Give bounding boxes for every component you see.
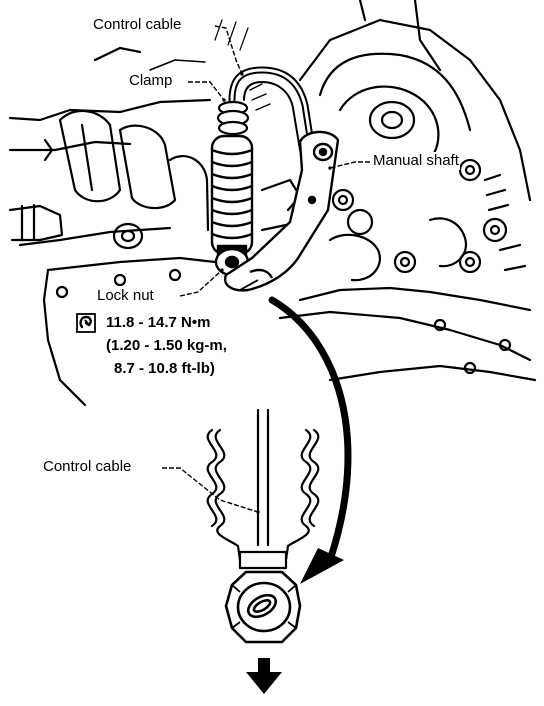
control-cable-upper <box>228 66 316 154</box>
label-clamp: Clamp <box>128 72 174 90</box>
torque-wrench-icon <box>76 313 96 333</box>
leader-lock-nut <box>179 268 224 297</box>
leader-control-cable-bottom <box>162 467 260 514</box>
label-control-cable-bottom: Control cable <box>42 458 133 476</box>
cable-end-nut <box>224 570 302 644</box>
label-control-cable-top: Control cable <box>92 16 183 34</box>
leader-clamp <box>188 81 226 102</box>
label-lock-nut: Lock nut <box>96 287 155 305</box>
cable-boot <box>210 134 254 258</box>
leader-lines <box>162 25 370 514</box>
clamp <box>216 100 250 136</box>
transmission-case <box>8 0 537 407</box>
manual-shaft-lever <box>223 130 340 292</box>
torque-spec-nm: 11.8 - 14.7 N•m <box>104 312 213 333</box>
leader-manual-shaft <box>328 161 370 170</box>
torque-spec-kgm: (1.20 - 1.50 kg-m, <box>104 335 229 356</box>
leader-control-cable-top <box>214 25 244 76</box>
torque-spec-ftlb: 8.7 - 10.8 ft-lb) <box>112 358 217 379</box>
control-cable-detail <box>206 408 320 570</box>
down-arrow-icon <box>246 658 282 694</box>
curved-arrow-icon <box>268 296 352 584</box>
label-manual-shaft: Manual shaft <box>372 152 460 170</box>
